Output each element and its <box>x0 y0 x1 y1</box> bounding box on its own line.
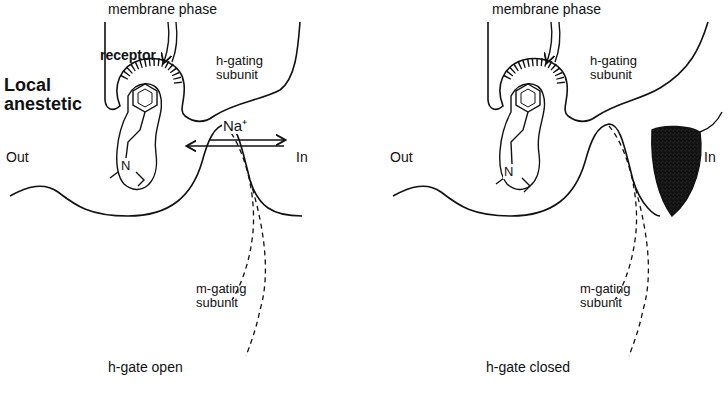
panel-caption: h-gate closed <box>486 360 616 375</box>
right-panel <box>393 22 722 356</box>
part-label: h-gating subunit <box>590 54 652 81</box>
atom-label: N <box>120 159 131 173</box>
side-label: Out <box>390 150 430 165</box>
left-panel <box>10 22 302 356</box>
region-label: membrane phase <box>108 2 238 17</box>
panel-caption: h-gate open <box>108 360 228 375</box>
part-label: m-gating subunit <box>580 282 646 309</box>
region-label: membrane phase <box>492 2 622 17</box>
part-label: receptor <box>100 48 170 63</box>
side-label: Out <box>6 150 46 165</box>
side-label: In <box>296 150 326 165</box>
ion-label: Na⁺ <box>222 118 248 134</box>
side-label: In <box>704 150 726 165</box>
drug-label: Local anestetic <box>4 76 102 114</box>
part-label: m-gating subunit <box>196 282 262 309</box>
atom-label: N <box>503 165 514 179</box>
part-label: h-gating subunit <box>216 54 278 81</box>
